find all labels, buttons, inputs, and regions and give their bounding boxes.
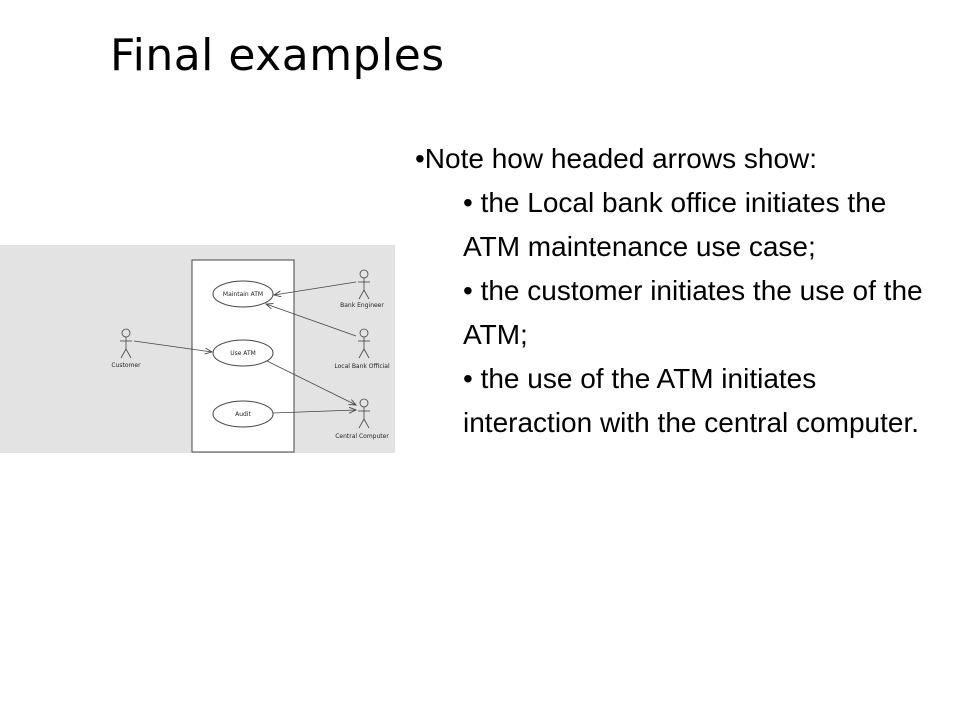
- actor-bank-engineer: [358, 269, 370, 300]
- use-case-use-atm: Use ATM: [212, 339, 274, 367]
- association-audit-central-computer: [272, 410, 356, 413]
- use-case-label: Audit: [235, 411, 251, 418]
- actor-local-bank-official: [358, 328, 370, 359]
- association-bank-engineer-maintain-atm: [274, 281, 357, 295]
- use-case-label: Use ATM: [230, 350, 256, 357]
- notes-list: • the Local bank office initiates the AT…: [413, 181, 943, 445]
- use-case-audit: Audit: [212, 400, 274, 428]
- use-case-maintain-atm: Maintain ATM: [212, 280, 274, 308]
- actor-label-bank-engineer: Bank Engineer: [340, 302, 384, 309]
- actor-label-local-bank-official: Local Bank Official: [334, 363, 390, 370]
- association-use-atm-central-computer: [266, 360, 356, 405]
- actor-customer: [120, 328, 132, 359]
- note-item-local-bank-office: • the Local bank office initiates the AT…: [463, 187, 887, 262]
- note-item-central-computer: • the use of the ATM initiates interacti…: [463, 363, 920, 438]
- notes-intro: •Note how headed arrows show:: [415, 143, 818, 174]
- actor-label-customer: Customer: [111, 362, 141, 369]
- association-customer-use-atm: [133, 340, 212, 352]
- actor-label-central-computer: Central Computer: [335, 433, 389, 440]
- use-case-label: Maintain ATM: [223, 291, 263, 298]
- actor-central-computer: [358, 398, 370, 429]
- slide-title: Final examples: [110, 30, 445, 81]
- note-item-customer: • the customer initiates the use of the …: [463, 275, 923, 350]
- use-case-diagram: Maintain ATM Use ATM Audit Customer Bank…: [0, 245, 395, 453]
- notes-text: •Note how headed arrows show: • the Loca…: [413, 137, 943, 445]
- association-local-bank-official-maintain-atm: [266, 304, 357, 337]
